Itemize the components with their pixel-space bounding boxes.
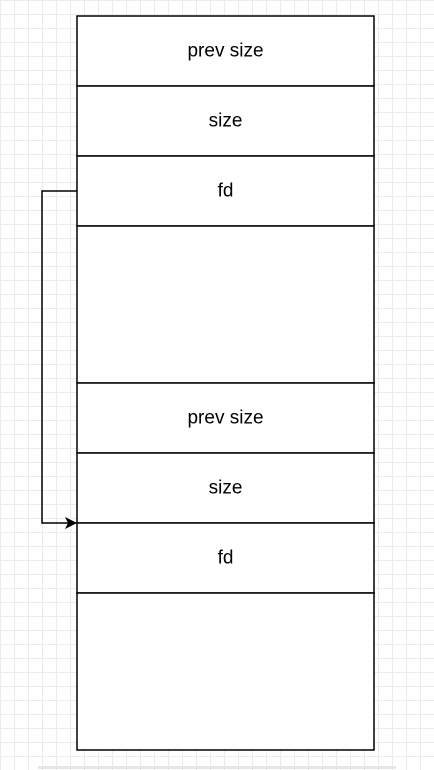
chunk-2-prev-size-cell[interactable]	[76, 382, 375, 454]
chunk-1-prev-size-cell[interactable]	[76, 15, 375, 87]
chunk-1-data-cell[interactable]	[76, 225, 375, 384]
chunk-2-size-label: size	[209, 478, 243, 499]
chunk-1-fd-label: fd	[218, 181, 234, 202]
chunk-2-prev-size-label: prev size	[187, 408, 263, 429]
chunk-2-fd-label: fd	[218, 548, 234, 569]
chunk-2-fd-cell[interactable]	[76, 522, 375, 594]
chunk-1-size-label: size	[209, 111, 243, 132]
chunk-2-data-cell[interactable]	[76, 592, 375, 751]
chunk-1-fd-cell[interactable]	[76, 155, 375, 227]
chunk-2-size-cell[interactable]	[76, 452, 375, 524]
fd-pointer-arrow[interactable]	[41, 190, 77, 529]
chunk-1-prev-size-label: prev size	[187, 41, 263, 62]
chunk-1-size-cell[interactable]	[76, 85, 375, 157]
chunk-1: prev size size fd	[76, 15, 375, 384]
chunk-2: prev size size fd	[76, 382, 375, 751]
scroll-edge-bar	[38, 766, 396, 769]
